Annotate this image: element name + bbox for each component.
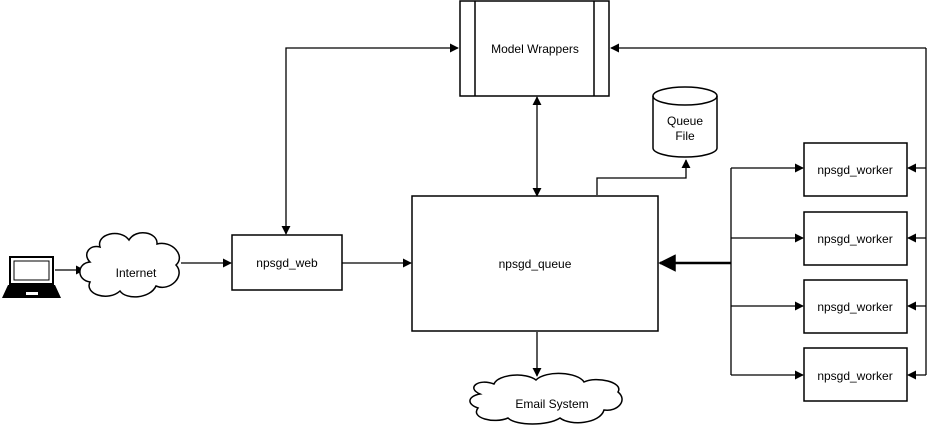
worker-label-2: npsgd_worker bbox=[817, 232, 892, 246]
worker-label-4: npsgd_worker bbox=[817, 369, 892, 383]
web-box bbox=[231, 234, 343, 291]
worker-box-2 bbox=[803, 211, 908, 266]
worker-node-3: npsgd_worker bbox=[803, 279, 908, 334]
cloud-icon bbox=[79, 232, 181, 298]
queue-node: npsgd_queue bbox=[411, 195, 659, 332]
worker-node-2: npsgd_worker bbox=[803, 211, 908, 266]
model-wrappers-label: Model Wrappers bbox=[491, 42, 579, 56]
worker-node-4: npsgd_worker bbox=[803, 347, 908, 402]
model-wrappers-box bbox=[459, 0, 610, 97]
queue-file-label-line2: File bbox=[675, 129, 695, 143]
queue-file-node: Queue File bbox=[652, 86, 718, 158]
queue-file-label-line1: Queue bbox=[667, 114, 703, 128]
edge-web-model-wrappers bbox=[281, 43, 459, 235]
laptop-icon bbox=[2, 256, 61, 298]
worker-node-1: npsgd_worker bbox=[803, 142, 908, 197]
email-cloud: Email System bbox=[469, 372, 623, 425]
worker-box-3 bbox=[803, 279, 908, 334]
internet-label: Internet bbox=[116, 266, 157, 280]
queue-label: npsgd_queue bbox=[499, 257, 572, 271]
worker-label-3: npsgd_worker bbox=[817, 300, 892, 314]
worker-box-4 bbox=[803, 347, 908, 402]
email-label: Email System bbox=[515, 397, 588, 411]
worker-box-1 bbox=[803, 142, 908, 197]
web-label: npsgd_web bbox=[256, 256, 318, 270]
worker-label-1: npsgd_worker bbox=[817, 163, 892, 177]
queue-box bbox=[411, 195, 659, 332]
cylinder-top-rim bbox=[652, 95, 718, 106]
model-wrappers-node: Model Wrappers bbox=[459, 0, 610, 97]
edge-queue-file bbox=[596, 159, 691, 195]
cloud-icon bbox=[469, 372, 623, 425]
connectors bbox=[55, 43, 927, 380]
web-node: npsgd_web bbox=[231, 234, 343, 291]
internet-cloud: Internet bbox=[79, 232, 181, 298]
